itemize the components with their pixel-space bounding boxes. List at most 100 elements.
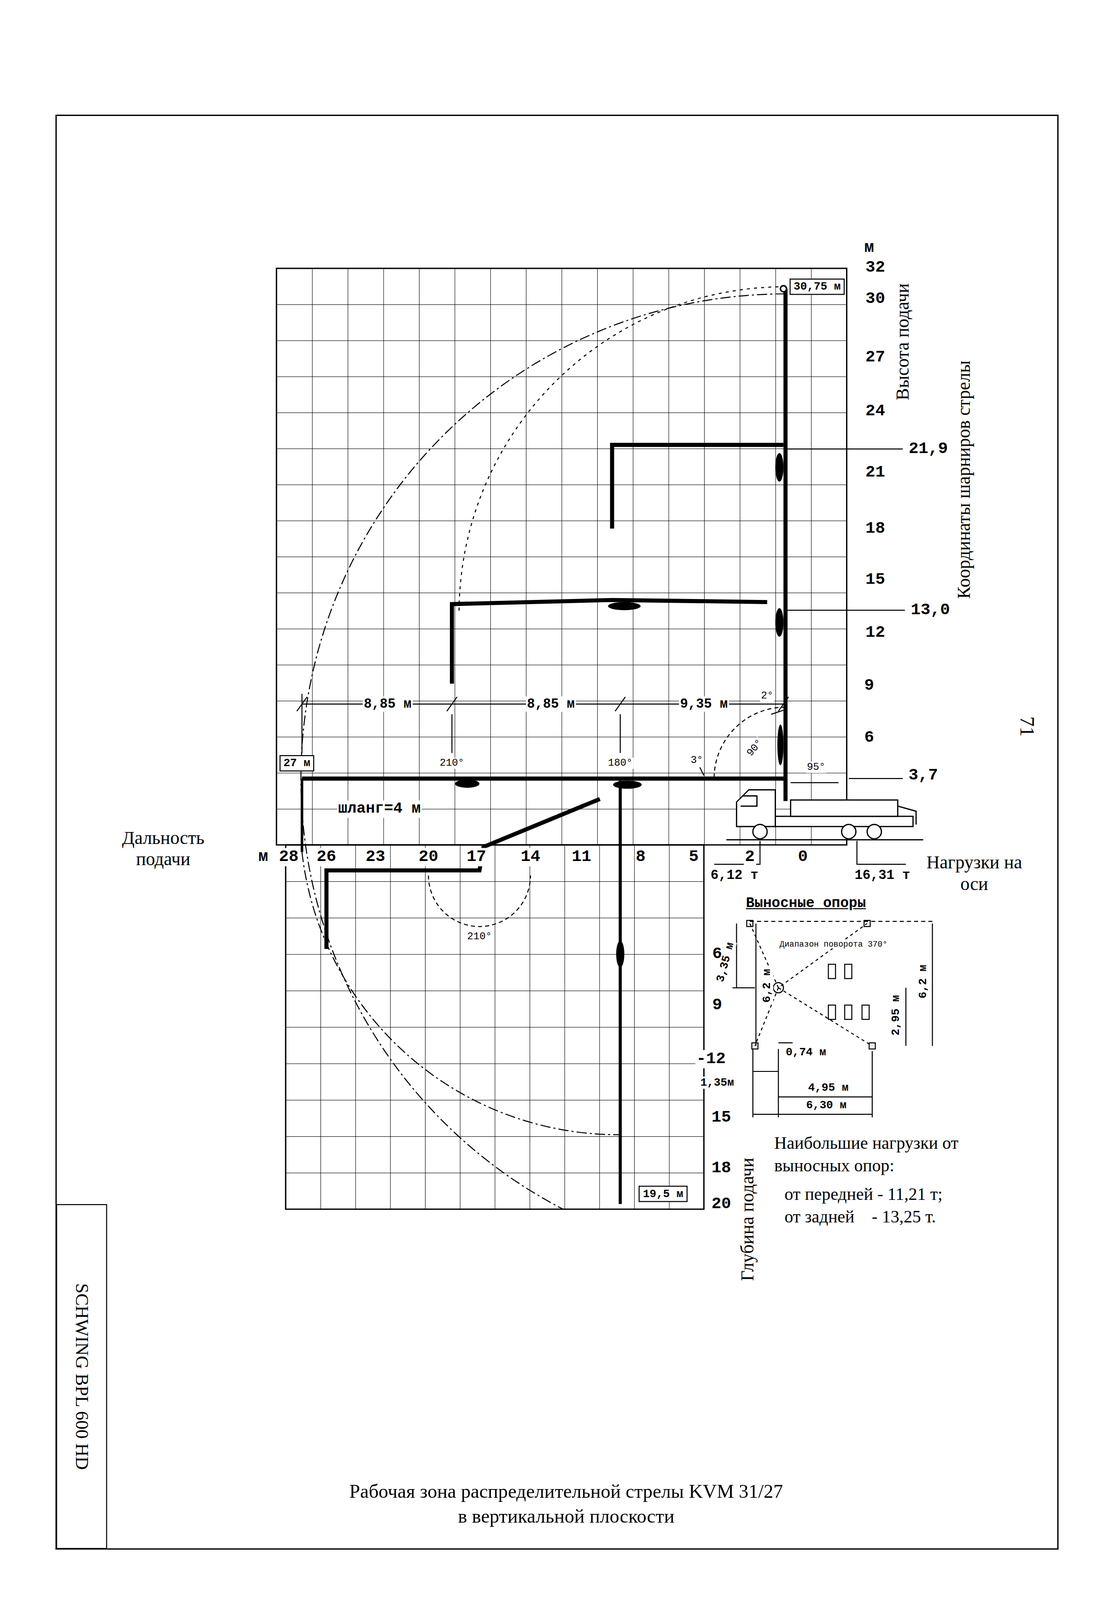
axis-tick: 17 <box>465 848 488 867</box>
reach-box: 27 м <box>279 755 315 772</box>
joint-coordinate: 13,0 <box>909 600 952 620</box>
outrigger-pad <box>752 1043 759 1050</box>
axis-title: Глубина подачи <box>736 1156 759 1283</box>
boom-arm <box>326 799 601 950</box>
truck-wheel <box>867 824 882 840</box>
cylinder <box>775 453 784 482</box>
truck-wheel <box>841 824 857 840</box>
chart-grid <box>276 268 847 846</box>
reach-envelope <box>300 286 786 1210</box>
axis-tick: 11 <box>570 848 593 867</box>
axis-tick: 15 <box>710 1108 733 1127</box>
dimension-label: 1,35м <box>699 1076 736 1090</box>
dimension-label: 9,35 м <box>678 696 729 712</box>
dimension-label: 4,95 м <box>807 1081 850 1095</box>
dimension-label: 6,2 м <box>916 963 930 1000</box>
truck-wheel <box>752 824 768 840</box>
chart-grid <box>285 845 704 1210</box>
node-text: 19,5 м <box>639 1186 687 1202</box>
axis-tick: 0 <box>797 848 810 867</box>
truck <box>726 789 924 840</box>
axis-tick: 32 <box>864 258 887 277</box>
section-title: Выносные опоры <box>745 895 868 912</box>
axis-tick: 27 <box>864 348 887 367</box>
axis-tick: 21 <box>864 463 887 482</box>
angle-label: 2° <box>759 690 775 702</box>
axis-tick: 30 <box>864 289 887 309</box>
axis-title: Дальность подачи <box>98 827 228 871</box>
angle-label: 95° <box>805 761 827 773</box>
dimension-label: 2,95 м <box>889 994 903 1037</box>
angle-label: 180° <box>606 758 634 770</box>
angle-label: 210° <box>466 931 493 943</box>
outrigger-pad <box>869 1043 875 1050</box>
cylinder <box>454 779 480 788</box>
node-text: 30,75 м <box>790 279 845 294</box>
boom-tip <box>780 285 787 292</box>
angle-arc <box>714 707 786 779</box>
wheel-plan <box>844 1005 852 1020</box>
boom-mast <box>783 288 788 802</box>
envelope-arc <box>300 293 786 1210</box>
axis-tick: 28 <box>277 848 300 867</box>
axis-tick: 5 <box>687 848 700 867</box>
joint-leader <box>787 449 905 779</box>
boom-arm <box>612 444 784 529</box>
turret <box>773 982 784 993</box>
axle-load: 16,31 т <box>853 868 911 884</box>
axis-tick: -12 <box>695 1049 727 1069</box>
cylinder <box>616 940 625 968</box>
axis-title: Высота подачи <box>892 282 914 402</box>
envelope-arc <box>459 286 786 614</box>
ground-line <box>726 839 924 841</box>
axis-tick: 15 <box>864 570 887 590</box>
joint-coordinate: 21,9 <box>907 439 950 459</box>
axis-unit: м <box>863 239 875 258</box>
axis-tick: 24 <box>864 402 887 421</box>
axle-load: 6,12 т <box>709 868 760 884</box>
axis-title: Координаты шарниров стрелы <box>953 359 975 601</box>
boom <box>302 288 786 1205</box>
envelope-arc <box>302 852 621 1136</box>
boom-cylinders <box>454 453 784 968</box>
node-text: 27 м <box>280 756 314 771</box>
depth-box: 19,5 м <box>638 1185 688 1203</box>
dimension-line <box>732 923 933 1047</box>
hose <box>300 778 304 853</box>
axis-tick: 20 <box>417 848 440 867</box>
axis-tick: 9 <box>863 676 875 695</box>
angle-arc <box>428 875 531 927</box>
dimension-label: 8,85 м <box>525 696 576 712</box>
note-text: Наибольшие нагрузки от выносных опор: <box>773 1132 1021 1179</box>
axis-tick: 6 <box>863 728 875 747</box>
axis-tick: 18 <box>710 1159 733 1179</box>
axis-unit: м <box>257 848 270 867</box>
angle-label: 210° <box>438 758 466 770</box>
figure-caption: Рабочая зона распределительной стрелы KV… <box>347 1479 785 1529</box>
dimension-label: 6,30 м <box>804 1099 848 1112</box>
angle-label: 3° <box>689 754 704 766</box>
truck-rear <box>897 806 916 825</box>
model-box: SCHWING BPL 600 HD <box>56 1204 108 1550</box>
axis-tick: 26 <box>315 848 338 867</box>
outrigger-plan <box>732 920 933 1118</box>
wheel-plan <box>828 964 836 979</box>
cylinder <box>607 602 641 611</box>
wheel-plan <box>828 1005 836 1020</box>
note-text: от задней - 13,25 т. <box>783 1206 937 1230</box>
dimension-label: 0,74 м <box>784 1046 828 1059</box>
extension-line <box>752 1049 873 1118</box>
page-number: 71 <box>1015 715 1039 739</box>
node-text: SCHWING BPL 600 HD <box>70 1283 93 1470</box>
cylinder <box>612 780 642 789</box>
height-box: 30,75 м <box>789 278 845 296</box>
dimension-lines <box>297 449 906 865</box>
axis-tick: 23 <box>364 848 387 867</box>
extension-line <box>302 694 621 754</box>
boom-arm <box>618 780 623 1205</box>
wheel-plan <box>862 1005 870 1020</box>
cylinder <box>777 724 784 766</box>
boom-arm <box>302 776 786 782</box>
